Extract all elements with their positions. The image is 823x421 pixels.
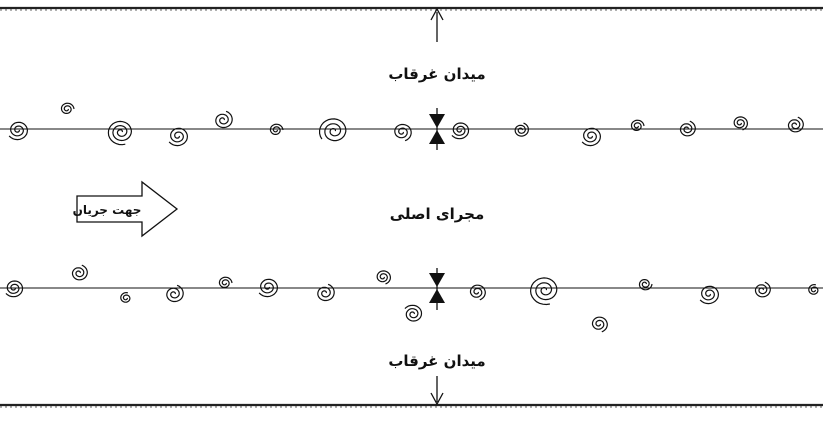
spiral-icon bbox=[808, 283, 819, 295]
top-up-arrow bbox=[430, 7, 444, 42]
spiral-icon bbox=[514, 122, 530, 137]
bottom-down-arrow bbox=[430, 376, 444, 406]
bottom-boundary bbox=[0, 403, 823, 408]
spiral-icon bbox=[60, 102, 75, 114]
spiral-icon bbox=[733, 116, 749, 131]
spiral-icon bbox=[107, 120, 133, 146]
spiral-icon bbox=[787, 116, 804, 133]
upper-converging-arrows bbox=[429, 108, 445, 150]
bottom-zone-label: میدان غرقاب bbox=[388, 352, 485, 370]
spiral-icon bbox=[166, 284, 184, 303]
spiral-icon bbox=[120, 291, 131, 303]
spiral-icon bbox=[319, 118, 347, 142]
spiral-icon bbox=[394, 123, 412, 142]
spiral-icon bbox=[317, 283, 335, 302]
spiral-icon bbox=[71, 264, 88, 281]
spiral-icon bbox=[376, 270, 392, 285]
spiral-icon bbox=[529, 277, 558, 306]
spiral-icon bbox=[679, 120, 696, 137]
spiral-icon bbox=[215, 110, 233, 129]
spiral-icon bbox=[218, 276, 233, 288]
top-boundary bbox=[0, 6, 823, 11]
spiral-icon bbox=[754, 281, 771, 298]
flow-direction-arrow: جهت جریان bbox=[73, 180, 179, 238]
flow-direction-label: جهت جریان bbox=[73, 203, 142, 217]
spiral-icon bbox=[269, 123, 284, 135]
spiral-icon bbox=[5, 280, 24, 298]
spiral-icon bbox=[168, 127, 189, 147]
spiral-icon bbox=[451, 122, 470, 140]
spiral-icon bbox=[699, 285, 720, 305]
spiral-icon bbox=[591, 316, 608, 333]
spiral-icon bbox=[638, 279, 653, 291]
top-zone-label: میدان غرقاب bbox=[388, 65, 485, 83]
middle-zone-label: مجرای اصلی bbox=[390, 205, 484, 223]
lower-eddy-row bbox=[5, 264, 819, 333]
spiral-icon bbox=[581, 127, 602, 147]
spiral-icon bbox=[469, 284, 486, 301]
spiral-icon bbox=[8, 121, 29, 141]
upper-eddy-row bbox=[8, 102, 804, 147]
lower-converging-arrows bbox=[429, 268, 445, 310]
spiral-icon bbox=[630, 119, 645, 131]
spiral-icon bbox=[258, 278, 279, 298]
right-arrow-icon bbox=[76, 180, 179, 238]
spiral-icon bbox=[404, 304, 423, 322]
